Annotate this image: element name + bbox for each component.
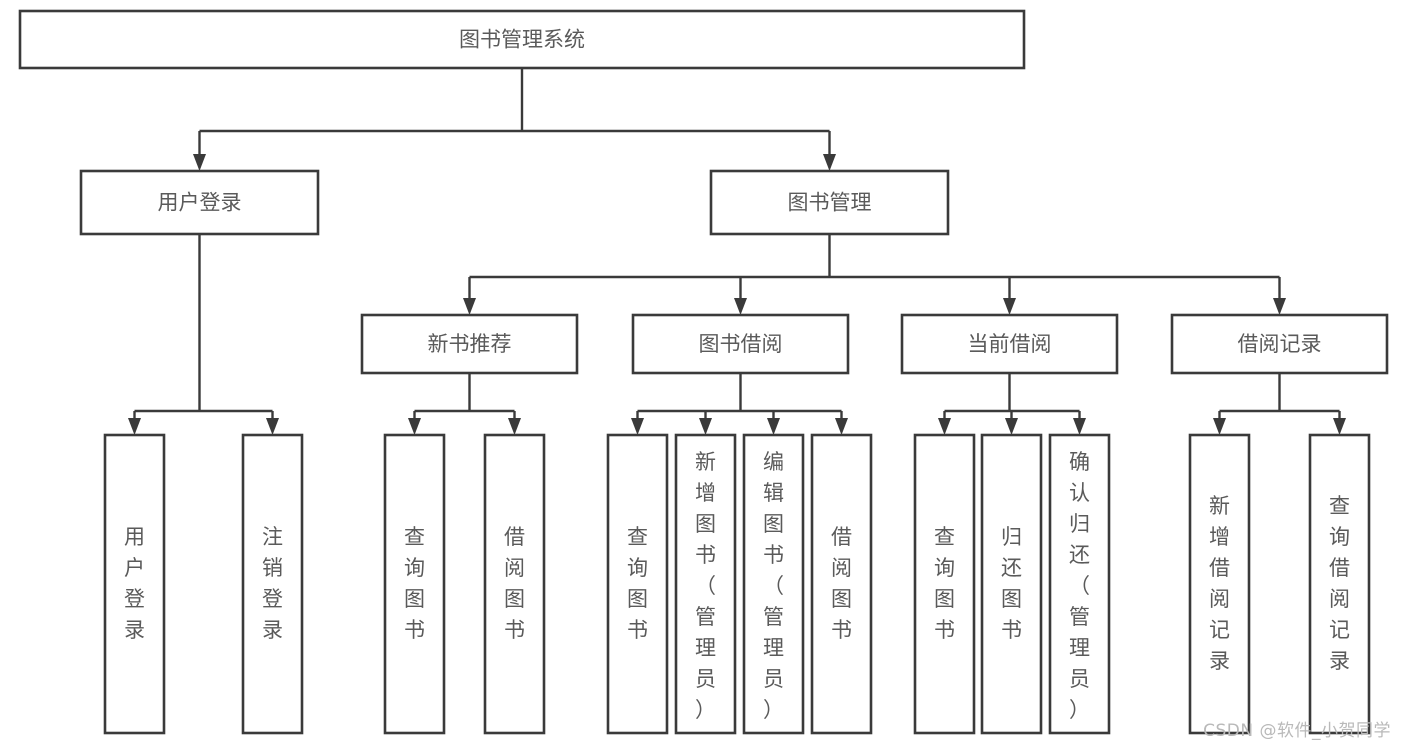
node-label: 注销登录 [262,525,283,642]
node-box [241,433,304,735]
node-leaf-records-query[interactable]: 查询借阅记录 [1308,433,1371,735]
node-label: 借阅记录 [1238,332,1322,356]
node-label: 用户登录 [158,191,242,215]
arrowhead-icon [408,418,421,435]
node-box [1308,433,1371,735]
node-label: 新增借阅记录 [1209,494,1230,673]
arrowhead-icon [1073,418,1086,435]
node-box [674,433,737,735]
arrowhead-icon [1213,418,1226,435]
node-leaf-borrow-add[interactable]: 新增图书（管理员） [674,433,737,735]
arrowhead-icon [823,154,836,171]
arrowhead-icon [938,418,951,435]
node-box [1048,433,1111,735]
node-leaf-records-add[interactable]: 新增借阅记录 [1188,433,1251,735]
node-box [1188,433,1251,735]
node-box [103,433,166,735]
node-leaf-current-query[interactable]: 查询图书 [913,433,976,735]
node-box [383,433,446,735]
arrowhead-icon [631,418,644,435]
node-label: 确认归还（管理员） [1069,450,1090,722]
node-leaf-newbook-borrow[interactable]: 借阅图书 [483,433,546,735]
arrowhead-icon [508,418,521,435]
node-label: 图书管理 [788,191,872,215]
node-borrow[interactable]: 图书借阅 [631,313,850,375]
node-label: 当前借阅 [968,332,1052,356]
node-box [913,433,976,735]
connector-layer [128,68,1346,435]
node-box [483,433,546,735]
node-layer: 图书管理系统用户登录图书管理新书推荐图书借阅当前借阅借阅记录用户登录注销登录查询… [18,9,1389,735]
arrowhead-icon [1003,298,1016,315]
node-label: 借阅图书 [504,525,525,642]
node-leaf-borrow-lend[interactable]: 借阅图书 [810,433,873,735]
node-label: 查询图书 [934,525,955,642]
node-leaf-user-login[interactable]: 用户登录 [103,433,166,735]
arrowhead-icon [1273,298,1286,315]
node-label: 新书推荐 [428,332,512,356]
node-box [709,169,950,236]
node-box [631,313,850,375]
node-box [606,433,669,735]
node-leaf-current-confirm[interactable]: 确认归还（管理员） [1048,433,1111,735]
node-label: 查询图书 [404,525,425,642]
node-leaf-current-return[interactable]: 归还图书 [980,433,1043,735]
arrowhead-icon [193,154,206,171]
arrowhead-icon [699,418,712,435]
arrowhead-icon [1333,418,1346,435]
arrowhead-icon [767,418,780,435]
arrowhead-icon [734,298,747,315]
node-box [810,433,873,735]
node-label: 图书借阅 [699,332,783,356]
arrowhead-icon [835,418,848,435]
node-label: 查询图书 [627,525,648,642]
node-box [79,169,320,236]
node-box [360,313,579,375]
node-leaf-borrow-edit[interactable]: 编辑图书（管理员） [742,433,805,735]
arrowhead-icon [463,298,476,315]
node-root[interactable]: 图书管理系统 [18,9,1026,70]
node-label: 编辑图书（管理员） [763,450,784,722]
node-box [18,9,1026,70]
arrowhead-icon [266,418,279,435]
node-box [980,433,1043,735]
node-label: 借阅图书 [831,525,852,642]
node-box [1170,313,1389,375]
node-leaf-newbook-query[interactable]: 查询图书 [383,433,446,735]
node-login[interactable]: 用户登录 [79,169,320,236]
node-newbook[interactable]: 新书推荐 [360,313,579,375]
arrowhead-icon [1005,418,1018,435]
node-label: 新增图书（管理员） [695,450,716,722]
node-box [900,313,1119,375]
node-bookmgmt[interactable]: 图书管理 [709,169,950,236]
node-label: 用户登录 [124,525,145,642]
node-label: 归还图书 [1001,525,1022,642]
node-leaf-user-logout[interactable]: 注销登录 [241,433,304,735]
node-current[interactable]: 当前借阅 [900,313,1119,375]
node-leaf-borrow-query[interactable]: 查询图书 [606,433,669,735]
node-label: 图书管理系统 [459,28,585,52]
node-label: 查询借阅记录 [1329,494,1350,673]
node-records[interactable]: 借阅记录 [1170,313,1389,375]
node-box [742,433,805,735]
arrowhead-icon [128,418,141,435]
